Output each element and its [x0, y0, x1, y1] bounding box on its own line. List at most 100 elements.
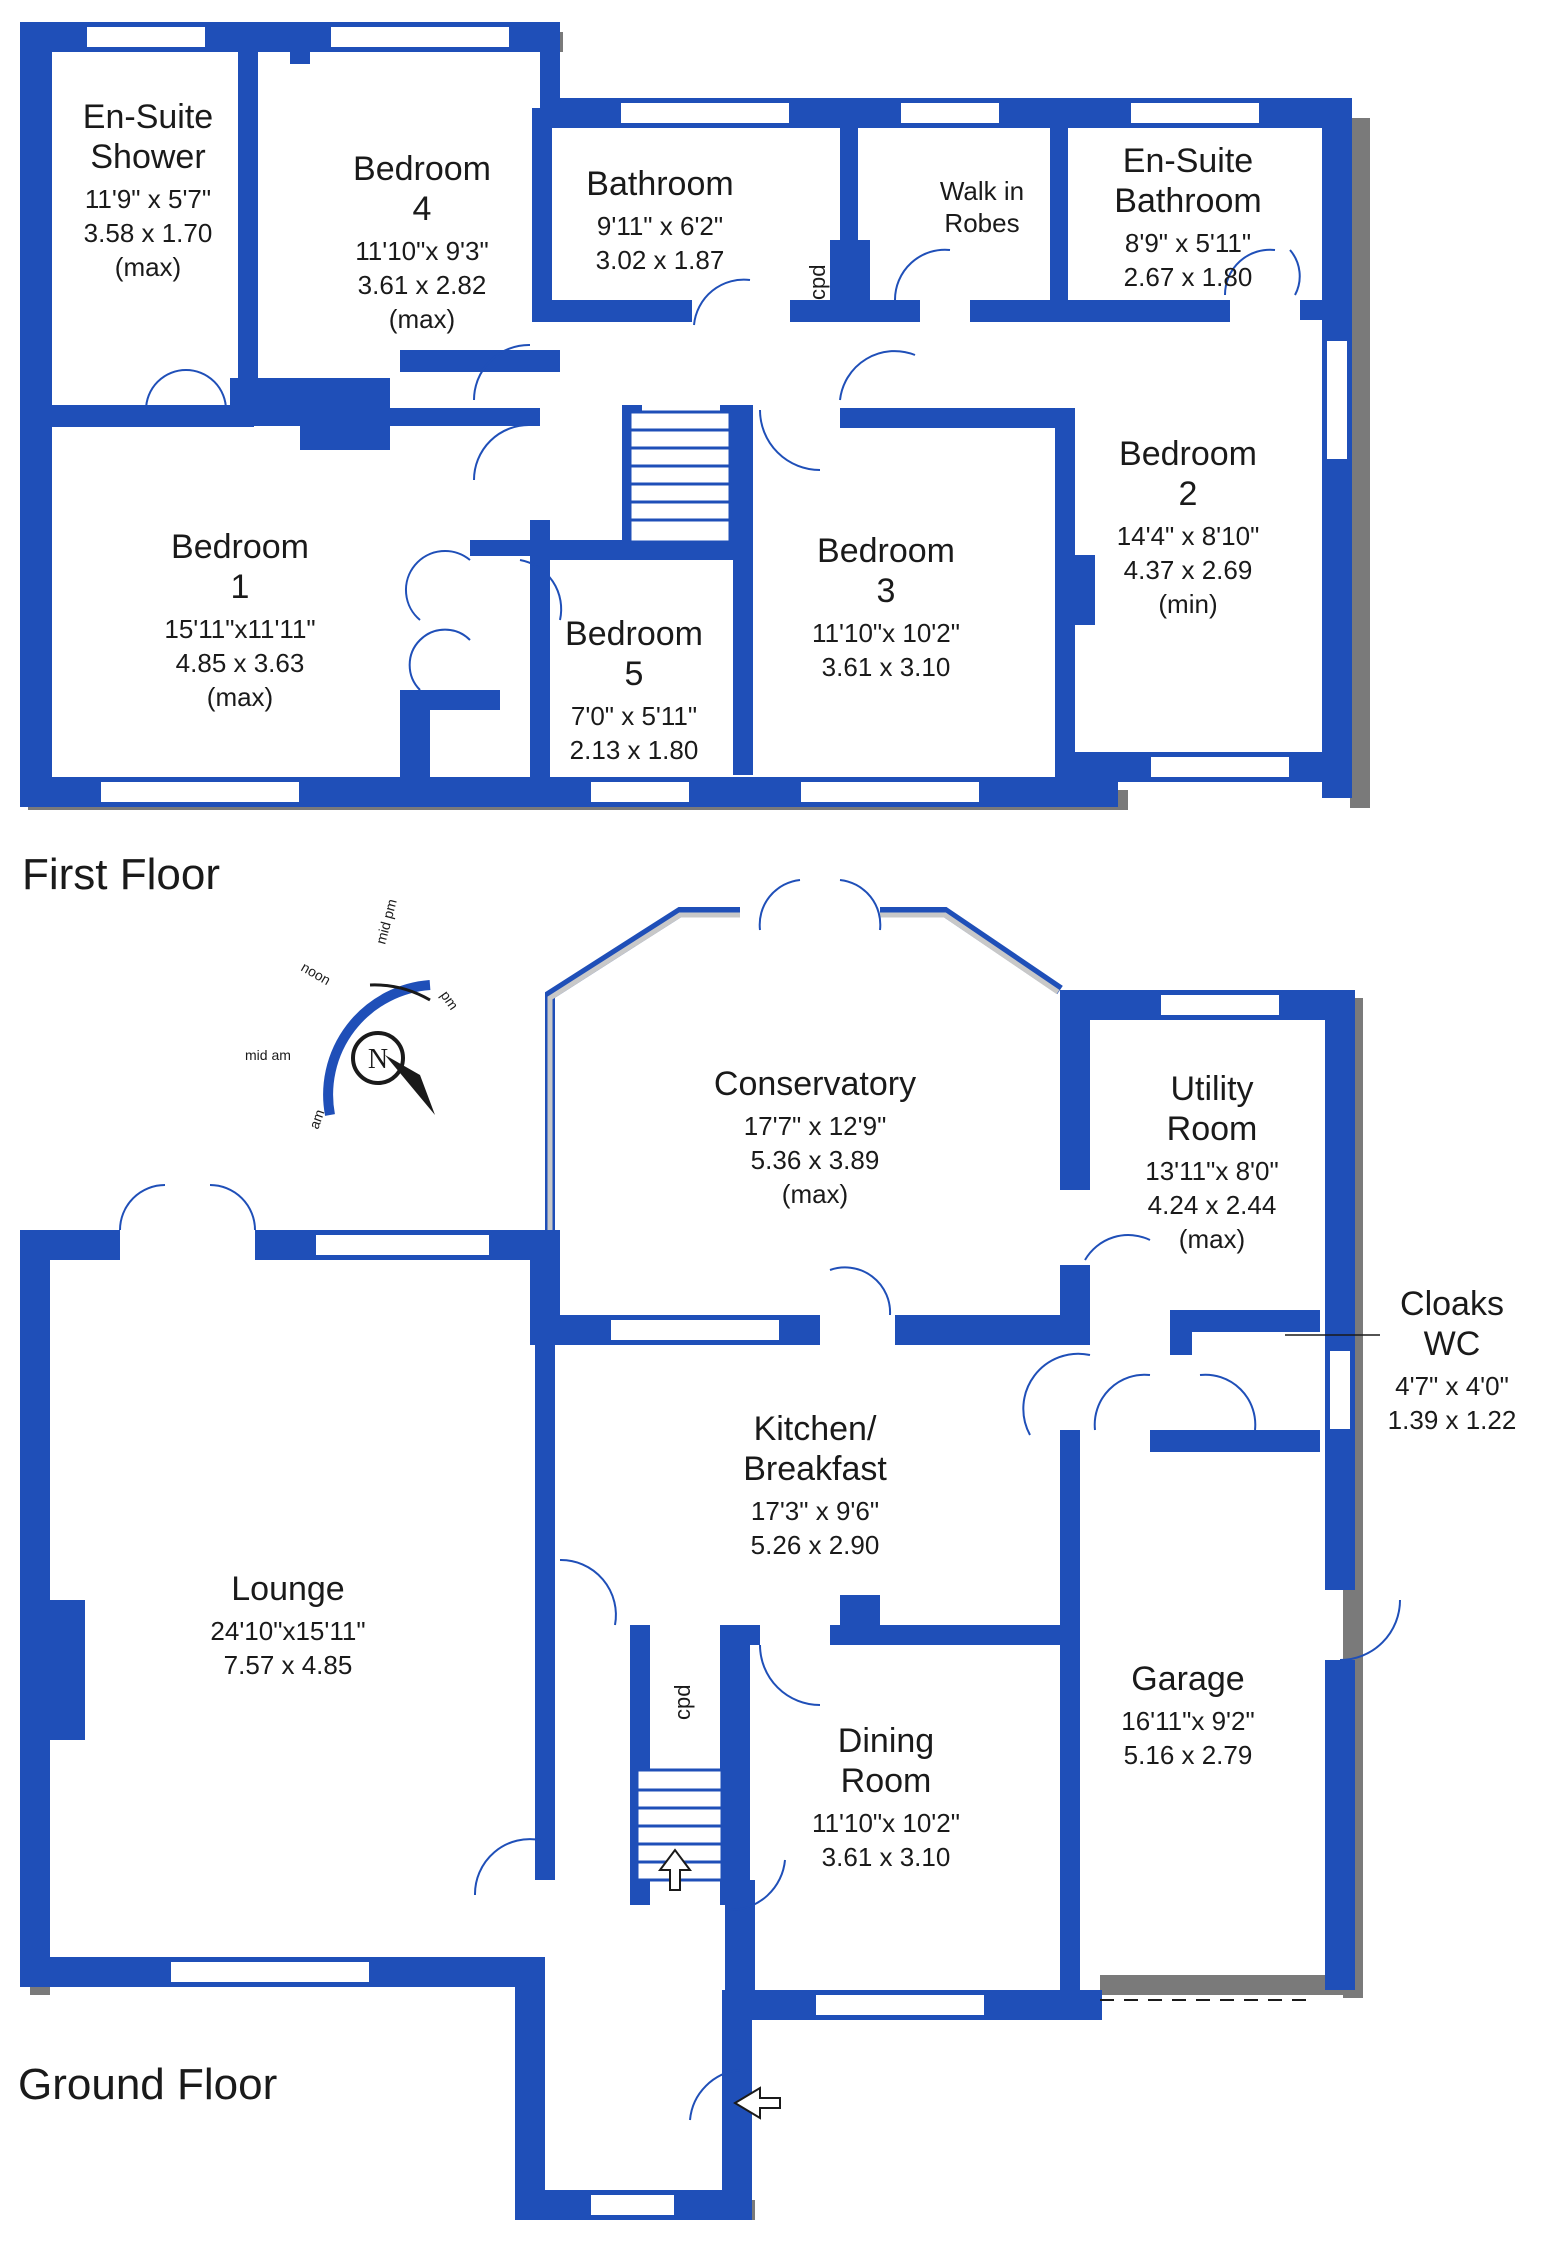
room-label-line: 1	[231, 568, 250, 606]
compass-label-mid-pm: mid pm	[372, 897, 399, 945]
first-floor	[20, 22, 1370, 810]
room-label-line: 17'3" x 9'6"	[751, 1496, 879, 1526]
compass-needle-icon	[385, 1055, 435, 1115]
room-label-line: (min)	[1158, 589, 1217, 619]
room-label-line: (max)	[207, 682, 273, 712]
compass-north-letter: N	[368, 1044, 388, 1075]
room-label-line: 5	[625, 655, 644, 693]
cupboard-label-first-floor: cpd	[805, 265, 830, 300]
room-label-line: Cloaks	[1400, 1285, 1504, 1323]
room-label-line: Dining	[838, 1722, 934, 1760]
room-label-line: Bedroom	[171, 528, 309, 566]
room-label-line: Bedroom	[353, 150, 491, 188]
first-floor-stairs	[628, 410, 732, 544]
room-label-line: Room	[841, 1762, 932, 1800]
room-label-line: 4.24 x 2.44	[1148, 1190, 1277, 1220]
room-label-line: Walk in	[940, 176, 1024, 206]
room-label-line: 4.85 x 3.63	[176, 648, 305, 678]
entry-arrows	[658, 1848, 781, 2120]
room-label-line: Garage	[1131, 1660, 1244, 1698]
room-label-line: (max)	[389, 304, 455, 334]
room-label-line: Breakfast	[743, 1450, 887, 1488]
room-label-line: 11'10"x 9'3"	[355, 236, 488, 266]
first-floor-windows	[85, 25, 1349, 804]
room-label-line: 16'11"x 9'2"	[1121, 1706, 1254, 1736]
room-label-line: 11'10"x 10'2"	[812, 618, 960, 648]
compass-label-pm: pm	[438, 988, 462, 1013]
room-label-line: (max)	[115, 252, 181, 282]
room-label-line: 3.58 x 1.70	[84, 218, 213, 248]
room-label-line: 3	[877, 572, 896, 610]
ground-floor-windows	[169, 993, 1352, 2217]
room-label-line: 3.61 x 3.10	[822, 1842, 951, 1872]
room-label-line: Bedroom	[565, 615, 703, 653]
ground-floor-doors	[119, 879, 1401, 2121]
room-label-garage: Garage 16'11"x 9'2" 5.16 x 2.79	[1121, 1660, 1254, 1770]
room-label-line: Bedroom	[1119, 435, 1257, 473]
room-label-line: Kitchen/	[754, 1410, 877, 1448]
room-label-line: 5.26 x 2.90	[751, 1530, 880, 1560]
compass-circle-icon	[351, 1031, 405, 1085]
room-label-line: 3.02 x 1.87	[596, 245, 725, 275]
room-label-line: 11'9" x 5'7"	[85, 184, 211, 214]
room-label-line: En-Suite	[83, 98, 213, 136]
room-label-line: (max)	[782, 1179, 848, 1209]
room-label-line: Shower	[90, 138, 205, 176]
room-label-line: Bedroom	[817, 532, 955, 570]
first-floor-label: First Floor	[22, 850, 220, 899]
room-label-conservatory: Conservatory 17'7" x 12'9" 5.36 x 3.89 (max…	[714, 1065, 916, 1209]
cupboard-label-ground-floor: cpd	[670, 1685, 695, 1720]
room-label-line: Room	[1167, 1110, 1258, 1148]
room-label-line: 1.39 x 1.22	[1388, 1405, 1517, 1435]
room-label-line: 17'7" x 12'9"	[744, 1111, 887, 1141]
ground-floor-walls	[20, 990, 1355, 2220]
first-floor-doors	[145, 248, 1301, 691]
room-label-line: Bathroom	[1114, 182, 1261, 220]
room-label-line: 2.67 x 1.80	[1124, 262, 1253, 292]
room-label-line: En-Suite	[1123, 142, 1253, 180]
room-label-line: 7.57 x 4.85	[224, 1650, 353, 1680]
room-label-line: 24'10"x15'11"	[210, 1616, 365, 1646]
ground-floor	[20, 879, 1401, 2220]
room-label-line: 3.61 x 2.82	[358, 270, 487, 300]
room-label-line: (max)	[1179, 1224, 1245, 1254]
compass-label-am: am	[306, 1107, 328, 1131]
room-label-line: Lounge	[231, 1570, 344, 1608]
room-label-line: 4'7" x 4'0"	[1395, 1371, 1509, 1401]
compass-label-mid-am: mid am	[245, 1047, 291, 1063]
room-label-kitchen: Kitchen/Breakfast 17'3" x 9'6" 5.26 x 2.90	[743, 1410, 887, 1560]
ground-floor-label: Ground Floor	[18, 2060, 278, 2109]
room-label-line: Utility	[1170, 1070, 1253, 1108]
room-label-line: Conservatory	[714, 1065, 916, 1103]
room-label-line: 11'10"x 10'2"	[812, 1808, 960, 1838]
compass: N mid pm noon pm mid am am	[245, 897, 462, 1131]
room-label-line: 4.37 x 2.69	[1124, 555, 1253, 585]
room-label-lounge: Lounge 24'10"x15'11" 7.57 x 4.85	[210, 1570, 365, 1680]
room-label-line: 8'9" x 5'11"	[1125, 228, 1251, 258]
room-label-line: 3.61 x 3.10	[822, 652, 951, 682]
room-label-line: 13'11"x 8'0"	[1145, 1156, 1278, 1186]
room-label-line: Robes	[944, 208, 1019, 238]
room-label-line: 15'11"x11'11"	[164, 614, 315, 644]
room-label-line: 5.36 x 3.89	[751, 1145, 880, 1175]
room-label-line: 2.13 x 1.80	[570, 735, 699, 765]
room-label-line: 4	[413, 190, 432, 228]
room-label-line: WC	[1424, 1325, 1481, 1363]
conservatory-glazing	[547, 912, 1060, 1235]
room-label-line: 5.16 x 2.79	[1124, 1740, 1253, 1770]
room-label-line: 14'4" x 8'10"	[1117, 521, 1260, 551]
room-label-line: Bathroom	[586, 165, 733, 203]
